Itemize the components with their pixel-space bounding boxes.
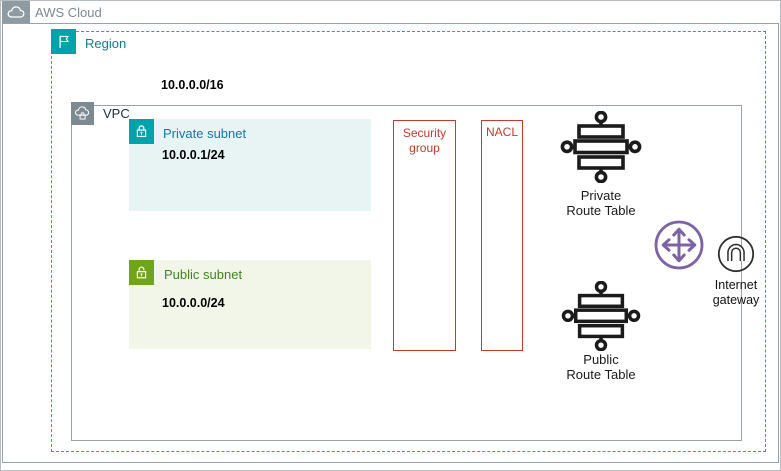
aws-cloud-label: AWS Cloud <box>35 5 102 20</box>
cloud-lock-icon <box>74 106 90 120</box>
flag-icon <box>59 35 69 48</box>
crossed-arrows-gateway-icon <box>653 219 705 276</box>
public-route-table-label: Public Route Table <box>566 352 636 383</box>
public-subnet-cidr: 10.0.0.0/24 <box>162 296 225 310</box>
vpc-label: VPC <box>103 106 130 121</box>
private-subnet-icon <box>129 119 154 144</box>
route-table-icon <box>560 110 642 184</box>
private-route-table-icon <box>560 110 642 188</box>
security-group-box <box>393 120 456 351</box>
vpc-icon <box>71 102 94 125</box>
region-icon <box>51 29 76 54</box>
vpc-group-box <box>71 105 742 441</box>
private-subnet-label: Private subnet <box>163 126 247 141</box>
private-route-table-label: Private Route Table <box>566 188 636 219</box>
lock-closed-icon <box>136 125 147 138</box>
nacl-box <box>481 120 523 351</box>
private-subnet-box <box>129 119 371 211</box>
route-table-icon <box>561 280 641 352</box>
region-group-box <box>51 31 766 452</box>
public-subnet-box <box>129 260 371 349</box>
internet-gateway-label: Internet gateway <box>712 278 760 307</box>
cloud-icon <box>7 6 25 18</box>
public-subnet-label: Public subnet <box>164 267 243 282</box>
lock-open-icon <box>136 266 147 279</box>
crossed-arrows-icon <box>654 220 704 270</box>
public-subnet-icon <box>129 260 154 285</box>
aws-cloud-group-box <box>2 23 779 463</box>
vpc-cidr-label: 10.0.0.0/16 <box>161 78 224 92</box>
nacl-label: NACL <box>485 125 518 139</box>
internet-gateway-icon <box>717 235 755 278</box>
private-subnet-cidr: 10.0.0.1/24 <box>162 148 225 162</box>
region-label: Region <box>85 36 127 51</box>
public-route-table-icon <box>560 280 642 356</box>
security-group-label: Security group <box>402 126 447 155</box>
internet-gateway-icon <box>717 235 755 273</box>
aws-cloud-icon <box>2 1 30 23</box>
